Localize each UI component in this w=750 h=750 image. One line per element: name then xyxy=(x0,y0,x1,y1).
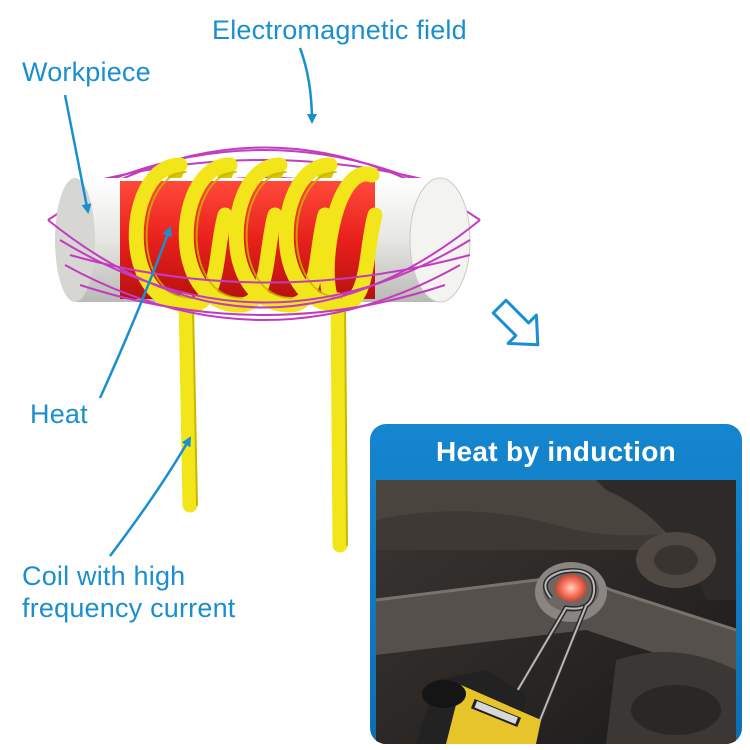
coil-label-line-1: Coil with high xyxy=(22,561,186,591)
heat-label: Heat xyxy=(30,399,88,429)
field-lines-front xyxy=(47,219,481,321)
workpiece-label: Workpiece xyxy=(22,57,151,87)
outline-arrow-icon xyxy=(491,298,540,347)
workpiece-end-face xyxy=(409,177,471,303)
pointer-arrow-icon xyxy=(109,436,192,557)
pointer-arrow-icon xyxy=(298,47,317,124)
induction-photo xyxy=(376,480,736,744)
coil-label: Coil with high frequency current xyxy=(22,560,236,625)
inset-title: Heat by induction xyxy=(436,436,676,467)
pointer-arrow-icon xyxy=(98,226,172,399)
pointer-arrow-icon xyxy=(63,94,92,214)
inset-panel: Heat by induction xyxy=(370,424,742,744)
coil-label-line-2: frequency current xyxy=(22,593,236,624)
electromagnetic-field-label: Electromagnetic field xyxy=(212,15,467,45)
pointer-arrows xyxy=(63,47,317,557)
coil-leads xyxy=(178,292,348,553)
